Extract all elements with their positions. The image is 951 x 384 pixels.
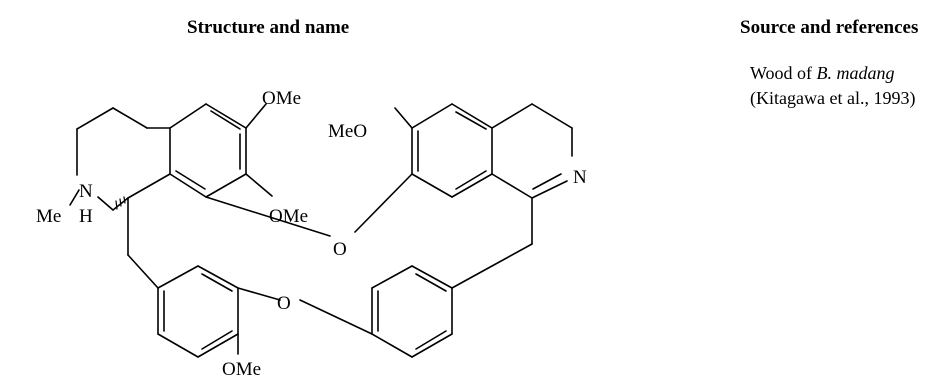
n-methyl-bond bbox=[69, 189, 80, 206]
left-aromatic-ring bbox=[169, 103, 247, 198]
atom-label-ome-bottom: OMe bbox=[222, 359, 261, 380]
source-prefix: Wood of bbox=[750, 63, 817, 83]
column-header-structure: Structure and name bbox=[187, 17, 350, 38]
atom-label-nitrogen-left: N bbox=[79, 181, 93, 202]
lower-right-aromatic-ring bbox=[299, 265, 493, 358]
atom-label-ome-top: OMe bbox=[262, 88, 301, 109]
atom-label-oxygen-lower: O bbox=[277, 293, 291, 314]
middle-aromatic-ring bbox=[157, 265, 281, 358]
species-name: B. madang bbox=[816, 63, 895, 83]
right-dihydro-ring bbox=[491, 103, 573, 267]
reference-citation: (Kitagawa et al., 1993) bbox=[750, 88, 916, 108]
source-text: Wood of B. madang bbox=[750, 63, 895, 84]
column-header-source: Source and references bbox=[740, 17, 919, 38]
c1-stereocenter bbox=[112, 173, 171, 289]
atom-label-methyl-left: Me bbox=[36, 206, 61, 227]
atom-label-hydrogen: H bbox=[79, 206, 93, 227]
chemical-structure: OMe OMe OMe MeO N Me H N O O bbox=[36, 88, 587, 380]
left-piperidine-ring bbox=[76, 107, 171, 211]
right-aromatic-ring bbox=[354, 103, 493, 233]
atom-label-oxygen-upper: O bbox=[333, 239, 347, 260]
atom-label-nitrogen-right: N bbox=[573, 167, 587, 188]
left-ring-substituents bbox=[205, 103, 331, 237]
atom-label-ome-mid: OMe bbox=[269, 206, 308, 227]
atom-label-meo: MeO bbox=[328, 121, 367, 142]
